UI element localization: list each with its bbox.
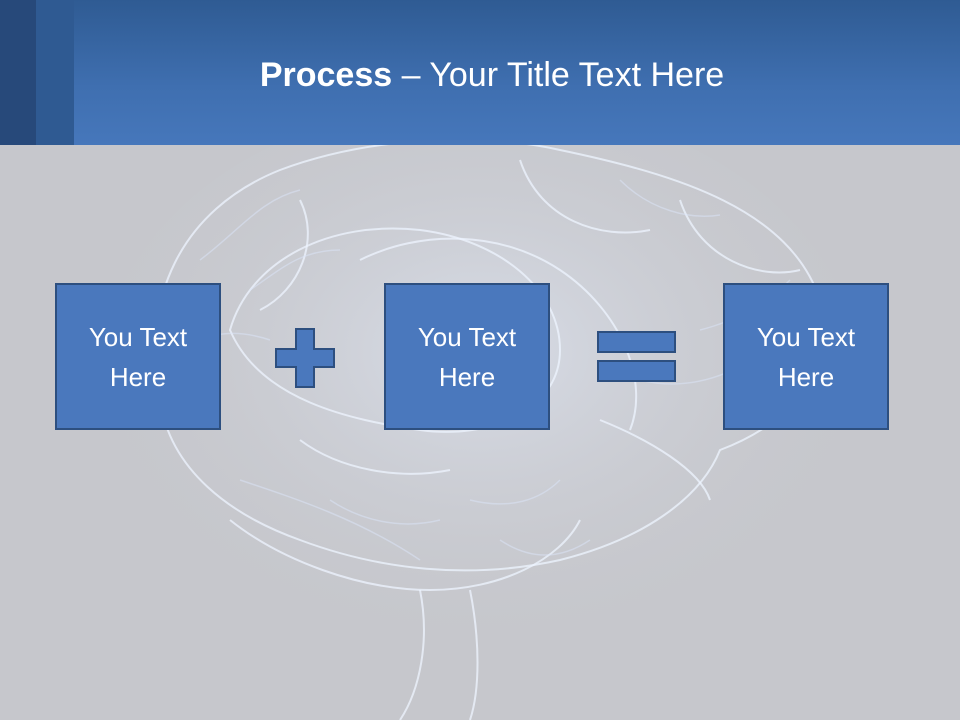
process-box-2[interactable]: You Text Here xyxy=(384,283,550,430)
title-bar: Process – Your Title Text Here xyxy=(0,0,960,145)
process-box-3[interactable]: You Text Here xyxy=(723,283,889,430)
process-box-3-label: You Text Here xyxy=(756,321,856,392)
process-box-1[interactable]: You Text Here xyxy=(55,283,221,430)
title-bold: Process xyxy=(259,55,393,94)
header-accent-dark xyxy=(0,0,36,145)
plus-icon xyxy=(275,328,335,388)
title-rest: – Your Title Text Here xyxy=(392,55,725,94)
process-box-1-label: You Text Here xyxy=(88,321,188,392)
equals-icon xyxy=(597,331,676,382)
page-title: Process – Your Title Text Here xyxy=(74,0,910,150)
process-box-2-label: You Text Here xyxy=(417,321,517,392)
header-accent xyxy=(36,0,74,145)
